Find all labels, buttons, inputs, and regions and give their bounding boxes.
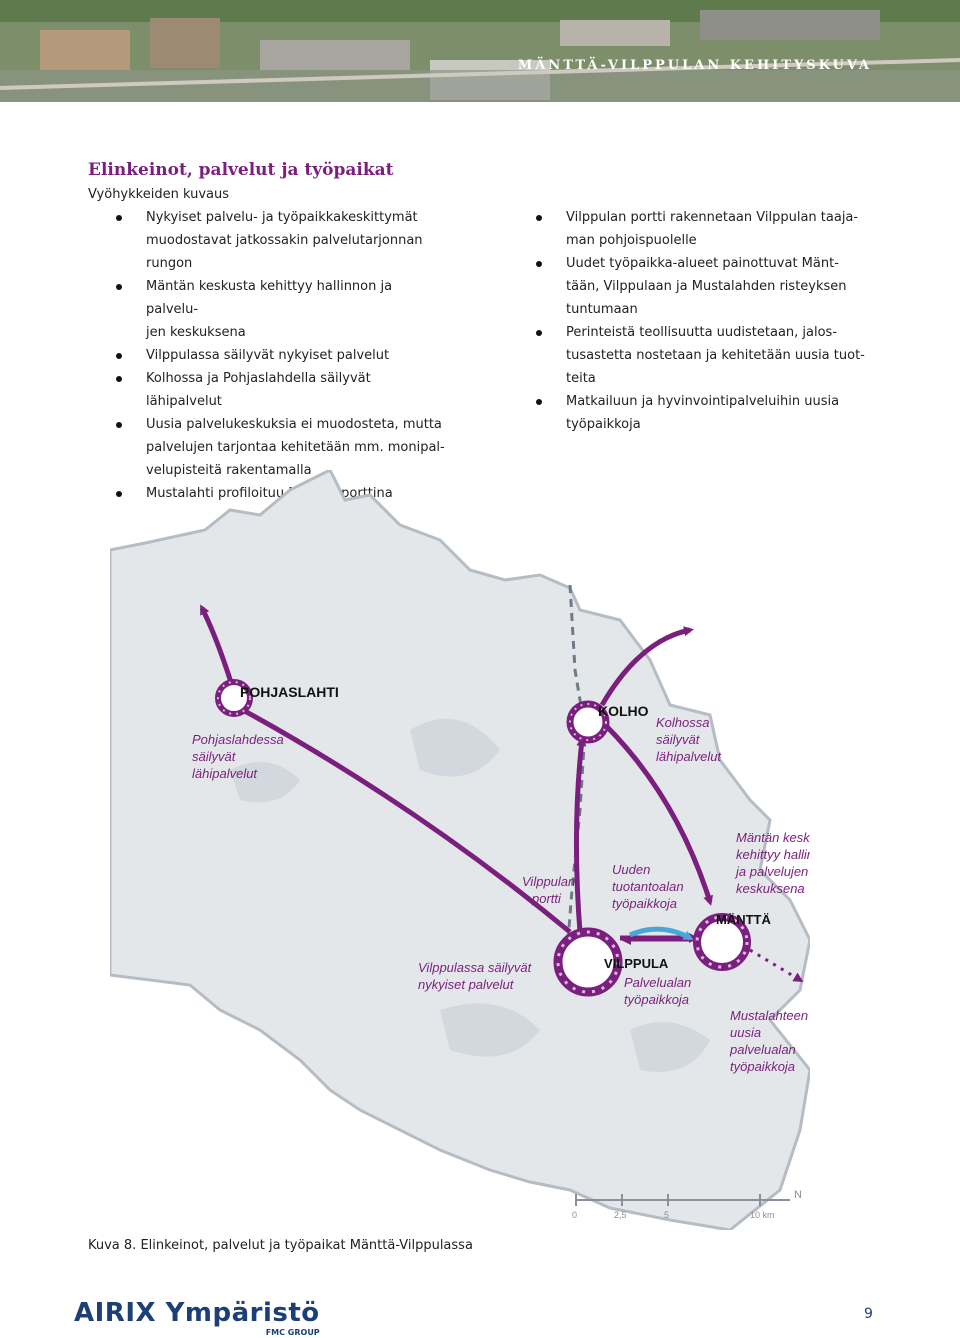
svg-text:0: 0 [572, 1210, 577, 1220]
list-item: Kolhossa ja Pohjaslahdella säilyvät lähi… [116, 367, 446, 413]
node-pohjaslahti [215, 679, 253, 717]
section-title: Elinkeinot, palvelut ja työpaikat [88, 160, 394, 180]
left-bullet-list: Nykyiset palvelu- ja työpaikkakeskittymä… [116, 206, 446, 505]
banner-title: MÄNTTÄ-VILPPULAN KEHITYSKUVA [517, 58, 872, 73]
right-bullet-list: Vilppulan portti rakennetaan Vilppulan t… [536, 206, 866, 436]
note-uuden-tuotanto: Uuden tuotantoalan työpaikkoja [612, 862, 687, 911]
north-arrow: N [794, 1189, 802, 1201]
note-mantta: Mäntän keskusta kehittyy hallinnon ja pa… [734, 830, 810, 896]
lake [440, 1003, 540, 1057]
list-item: Matkailuun ja hyvinvointipalveluihin uus… [536, 390, 866, 436]
blue-exchange-arrow [629, 926, 694, 941]
airix-logo: AIRIX Ympäristö FMC GROUP [74, 1298, 320, 1337]
svg-text:2,5: 2,5 [614, 1210, 627, 1220]
railway-line [566, 584, 587, 941]
arrow-vilppula-pohjaslahti [226, 700, 572, 934]
lake [230, 762, 300, 803]
list-item: Vilppulassa säilyvät nykyiset palvelut [116, 344, 446, 367]
arrow-mantta-mustalahti [749, 948, 804, 983]
note-pohjaslahti: Pohjaslahdessa säilyvät lähipalvelut [192, 732, 287, 781]
list-item: Uudet työpaikka-alueet painottuvat Mänt-… [536, 252, 866, 321]
municipality-map: POHJASLAHTI KOLHO MÄNTTÄ VILPPULA Pohjas… [110, 470, 810, 1230]
label-pohjaslahti: POHJASLAHTI [240, 684, 339, 700]
logo-subtext: FMC GROUP [265, 1328, 320, 1337]
note-palvelu: Palvelualan työpaikkoja [624, 975, 695, 1007]
label-kolho: KOLHO [598, 703, 649, 719]
note-kolho: Kolhossa säilyvät lähipalvelut [656, 715, 722, 764]
header-banner-photo: MÄNTTÄ-VILPPULAN KEHITYSKUVA [0, 0, 960, 102]
node-mantta [693, 913, 751, 971]
lake [630, 1022, 710, 1072]
figure-caption: Kuva 8. Elinkeinot, palvelut ja työpaika… [88, 1238, 473, 1253]
aerial-photo [0, 0, 960, 102]
note-vilppula: Vilppulassa säilyvät nykyiset palvelut [418, 960, 535, 992]
list-item: Nykyiset palvelu- ja työpaikkakeskittymä… [116, 206, 446, 275]
note-mustalahti: Mustalahteen uusia palvelualan työpaikko… [729, 1008, 810, 1074]
node-vilppula [553, 927, 623, 997]
arrow-vilppula-kolho [573, 736, 587, 933]
arrow-kolho-north [599, 626, 694, 707]
svg-text:10 km: 10 km [750, 1210, 775, 1220]
logo-text: AIRIX Ympäristö [74, 1298, 320, 1328]
arrow-kolho-mantta [593, 713, 713, 906]
list-item: Mäntän keskusta kehittyy hallinnon ja pa… [116, 275, 446, 344]
lake [410, 718, 500, 777]
label-vilppula: VILPPULA [604, 956, 669, 971]
label-mantta: MÄNTTÄ [716, 912, 771, 927]
note-vilppulan-portti: Vilppulan portti [522, 874, 579, 906]
list-item: Vilppulan portti rakennetaan Vilppulan t… [536, 206, 866, 252]
node-kolho [566, 700, 610, 744]
svg-text:5: 5 [664, 1210, 669, 1220]
scale-bar: 0 2,5 5 10 km N [572, 1189, 802, 1220]
section-subtitle: Vyöhykkeiden kuvaus [88, 187, 229, 202]
list-item: Uusia palvelukeskuksia ei muodosteta, mu… [116, 413, 446, 482]
list-item: Perinteistä teollisuutta uudistetaan, ja… [536, 321, 866, 390]
page-number: 9 [864, 1306, 873, 1322]
